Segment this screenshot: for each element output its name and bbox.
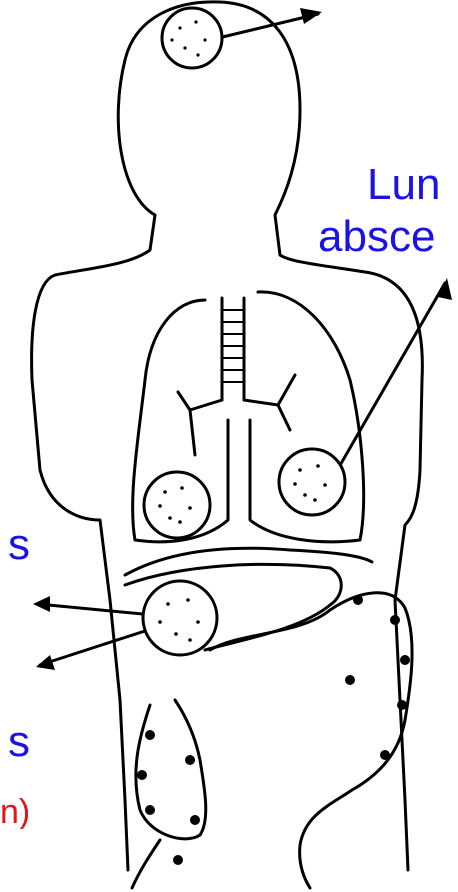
trachea: [222, 298, 244, 400]
lung-abscess-right: [279, 449, 345, 515]
trachea-rings: [222, 310, 244, 382]
arrow-brain: [210, 14, 318, 40]
arrowhead-liver-1: [33, 596, 50, 612]
left-label-fragment-1: s: [0, 523, 30, 567]
appendix: [132, 840, 160, 888]
left-label-fragment-2: s: [0, 720, 30, 764]
liver-abscess: [143, 581, 217, 655]
arrowhead-liver-2: [36, 655, 55, 670]
lung-abscess-label-line1: Lun: [367, 163, 440, 207]
colon: [210, 593, 412, 888]
left-label-fragment-red: n): [0, 795, 28, 829]
arrowhead-brain: [300, 8, 322, 24]
lung-abscess-label-line2: absce: [318, 215, 435, 259]
brain-abscess: [162, 8, 222, 68]
lung-abscess-left: [144, 472, 210, 538]
bronchi: [178, 375, 295, 455]
